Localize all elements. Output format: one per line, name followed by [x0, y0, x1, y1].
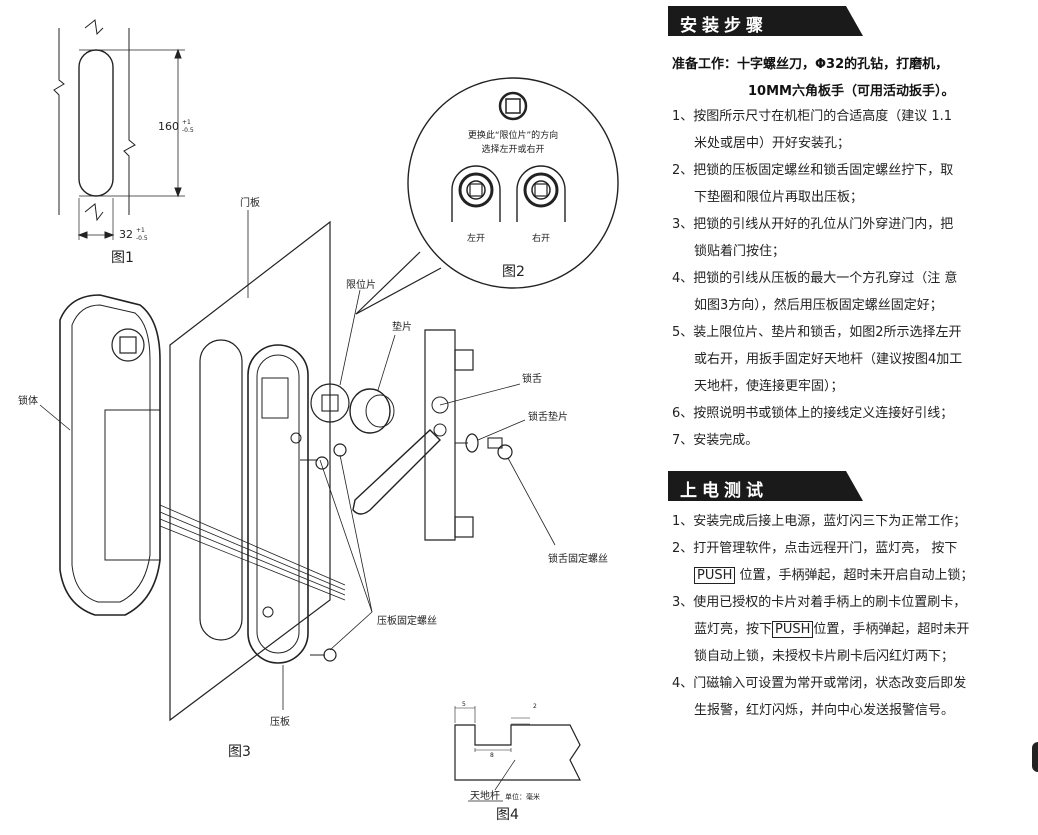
- install-step-2-line-2: 下垫圈和限位片再取出压板；: [694, 190, 864, 205]
- label-plate-screw: 压板固定螺丝: [377, 614, 437, 627]
- install-step-3: 3、把锁的引线从开好的孔位从门外穿进门内，把 锁贴着门按住；: [672, 211, 1030, 265]
- label-tongue-screw: 锁舌固定螺丝: [548, 552, 608, 565]
- figure-4-rod: [454, 706, 581, 791]
- install-step-3-line-1: 3、把锁的引线从开好的孔位从门外穿进门内，把: [672, 217, 954, 232]
- power-step-2-line-1: 2、打开管理软件，点击远程开门，蓝灯亮， 按下: [672, 541, 958, 556]
- install-step-5-line-2: 或右开，用扳手固定好天地杆（建议按图4加工: [694, 352, 963, 367]
- fig4-dim-a: 5: [462, 701, 466, 708]
- install-step-4: 4、把锁的引线从压板的最大一个方孔穿过（注 意 如图3方向），然后用压板固定螺丝…: [672, 265, 1030, 319]
- label-tongue: 锁舌: [522, 372, 542, 385]
- install-step-7-line-1: 7、安装完成。: [672, 433, 759, 448]
- install-step-1-line-2: 米处或居中）开好安装孔；: [694, 136, 851, 151]
- fig2-note-line1: 更换此“限位片”的方向: [468, 129, 558, 141]
- install-heading-banner: 安装步骤: [668, 6, 863, 36]
- fig2-note-line2: 选择左开或右开: [481, 143, 544, 155]
- fig1-width-value: 32: [119, 228, 133, 241]
- power-step-3-line-2-before: 蓝灯亮，按下: [694, 622, 773, 637]
- prep-line-1: 准备工作：十字螺丝刀，Φ32的孔钻，打磨机，: [672, 57, 949, 72]
- install-step-5: 5、装上限位片、垫片和锁舌，如图2所示选择左开 或右开，用扳手固定好天地杆（建议…: [672, 319, 1030, 400]
- install-step-7: 7、安装完成。: [672, 427, 1030, 454]
- power-step-1-line-1: 1、安装完成后接上电源，蓝灯闪三下为正常工作；: [672, 514, 967, 529]
- power-step-1: 1、安装完成后接上电源，蓝灯闪三下为正常工作；: [672, 508, 1030, 535]
- fig1-caption: 图1: [111, 250, 134, 266]
- install-step-5-line-1: 5、装上限位片、垫片和锁舌，如图2所示选择左开: [672, 325, 962, 340]
- install-heading: 安装步骤: [680, 16, 768, 36]
- fig4-dim-c: 8: [490, 752, 494, 759]
- fig2-left-label: 左开: [467, 232, 485, 244]
- fig1-height-tol-lower: -0.5: [182, 127, 194, 134]
- power-heading: 上电测试: [680, 481, 768, 501]
- install-steps-list: 1、按图所示尺寸在机柜门的合适高度（建议 1.1 米处或居中）开好安装孔； 2、…: [672, 103, 1030, 454]
- push-marker: PUSH: [772, 621, 814, 638]
- installation-drawing: 160 +1 -0.5 32 +1 -0.5 图1 更换此“限位片”的方向 选择…: [18, 19, 619, 823]
- figure-1-cutout: [53, 19, 185, 240]
- label-lock-body: 锁体: [18, 394, 38, 407]
- power-step-3-line-2-after: 位置，手柄弹起，超时未开: [813, 622, 970, 637]
- fig4-dim-b: 2: [533, 703, 537, 710]
- install-step-3-line-2: 锁贴着门按住；: [694, 244, 786, 259]
- label-pressure-plate: 压板: [270, 715, 290, 728]
- fig1-width-tol-lower: -0.5: [136, 235, 148, 242]
- label-stopper: 限位片: [346, 278, 376, 291]
- figure-3-assembly: [39, 210, 556, 722]
- fig4-part-name: 天地杆: [470, 789, 500, 802]
- label-tongue-washer: 锁舌垫片: [528, 410, 568, 423]
- prep-line-2: 10MM六角板手（可用活动扳手）。: [748, 84, 955, 99]
- install-step-2-line-1: 2、把锁的压板固定螺丝和锁舌固定螺丝拧下，取: [672, 163, 954, 178]
- label-washer: 垫片: [392, 320, 412, 333]
- power-step-4: 4、门磁输入可设置为常开或常闭，状态改变后即发 生报警，红灯闪烁，并向中心发送报…: [672, 670, 1030, 724]
- push-marker: PUSH: [694, 567, 736, 584]
- power-step-3-line-1: 3、使用已授权的卡片对着手柄上的刷卡位置刷卡，: [672, 595, 967, 610]
- install-step-6: 6、按照说明书或锁体上的接线定义连接好引线；: [672, 400, 1030, 427]
- power-step-2-line-2: PUSH 位置，手柄弹起，超时未开启自动上锁；: [672, 562, 1030, 589]
- power-step-4-line-2: 生报警，红灯闪烁，并向中心发送报警信号。: [694, 703, 955, 718]
- power-steps-list: 1、安装完成后接上电源，蓝灯闪三下为正常工作； 2、打开管理软件，点击远程开门，…: [672, 508, 1030, 724]
- power-heading-banner: 上电测试: [668, 471, 863, 501]
- power-step-2-line-2-text: 位置，手柄弹起，超时未开启自动上锁；: [735, 568, 974, 583]
- install-step-4-line-2: 如图3方向），然后用压板固定螺丝固定好；: [694, 298, 943, 313]
- fig1-height-value: 160: [158, 120, 179, 133]
- figure-2-detail: [355, 77, 619, 315]
- install-step-1: 1、按图所示尺寸在机柜门的合适高度（建议 1.1 米处或居中）开好安装孔；: [672, 103, 1030, 157]
- power-step-2: 2、打开管理软件，点击远程开门，蓝灯亮， 按下 PUSH 位置，手柄弹起，超时未…: [672, 535, 1030, 589]
- install-step-4-line-1: 4、把锁的引线从压板的最大一个方孔穿过（注 意: [672, 271, 958, 286]
- fig4-caption: 图4: [496, 807, 519, 823]
- power-step-4-line-1: 4、门磁输入可设置为常开或常闭，状态改变后即发: [672, 676, 967, 691]
- install-step-1-line-1: 1、按图所示尺寸在机柜门的合适高度（建议 1.1: [672, 109, 953, 124]
- fig1-height-tol-upper: +1: [182, 119, 191, 126]
- fig2-caption: 图2: [502, 264, 525, 280]
- power-step-3-line-3: 锁自动上锁，未授权卡片刷卡后闪红灯两下；: [694, 649, 955, 664]
- install-step-2: 2、把锁的压板固定螺丝和锁舌固定螺丝拧下，取 下垫圈和限位片再取出压板；: [672, 157, 1030, 211]
- fig3-caption: 图3: [228, 744, 251, 760]
- fig2-right-label: 右开: [532, 232, 550, 244]
- fig4-unit-note: 单位：毫米: [505, 792, 540, 801]
- install-step-5-line-3: 天地杆，使连接更牢固）；: [694, 379, 844, 394]
- page-edge-tab: [1032, 742, 1038, 772]
- prep-note: 准备工作：十字螺丝刀，Φ32的孔钻，打磨机， 10MM六角板手（可用活动扳手）。: [672, 51, 1030, 105]
- label-door-panel: 门板: [240, 196, 260, 209]
- install-step-6-line-1: 6、按照说明书或锁体上的接线定义连接好引线；: [672, 406, 954, 421]
- fig1-width-tol-upper: +1: [136, 227, 145, 234]
